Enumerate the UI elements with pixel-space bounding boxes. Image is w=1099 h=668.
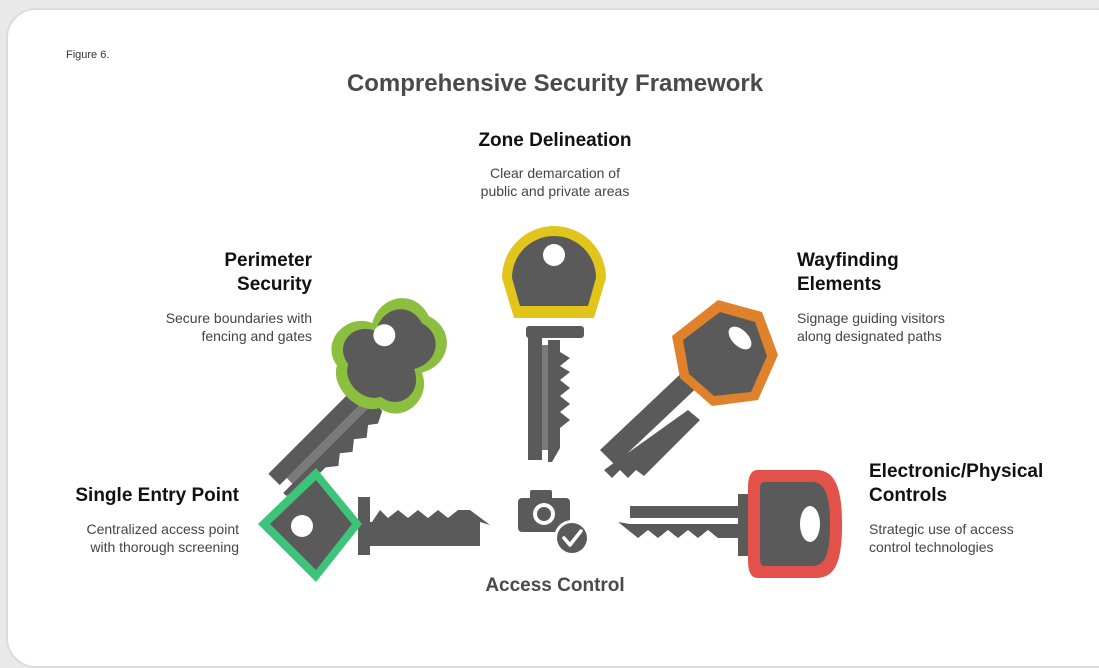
perimeter-key-teeth	[283, 402, 383, 496]
electronic-key-head	[760, 482, 830, 566]
diagram-title: Comprehensive Security Framework	[346, 70, 764, 97]
electronic-desc-line1: Strategic use of access	[869, 521, 1014, 537]
wayfinding-desc-line1: Signage guiding visitors	[797, 310, 945, 326]
check-mark	[562, 529, 583, 547]
electronic-title-line1: Electronic/Physical	[869, 461, 1044, 482]
camera-lens-inner	[537, 507, 551, 521]
perimeter-key-icon	[268, 298, 447, 496]
single-entry-point-desc: Centralized access point with thorough s…	[39, 520, 239, 556]
entry-key-hole	[291, 515, 313, 537]
electronic-physical-controls-title: Electronic/Physical Controls	[869, 460, 1069, 508]
perimeter-desc-line1: Secure boundaries with	[165, 310, 312, 326]
perimeter-key-head	[343, 309, 436, 402]
zone-delineation-title: Zone Delineation	[478, 130, 632, 151]
electronic-key-collar	[738, 494, 748, 556]
electronic-key-blade	[630, 506, 738, 518]
wayfinding-title-line1: Wayfinding	[797, 250, 899, 271]
electronic-key-teeth	[618, 522, 738, 538]
entry-key-shaft	[370, 532, 480, 546]
access-control-label: Access Control	[485, 575, 625, 596]
wayfinding-elements-title: Wayfinding Elements	[797, 249, 997, 297]
perimeter-desc-line2: fencing and gates	[201, 328, 312, 344]
perimeter-key-blade	[268, 381, 372, 486]
entry-key-teeth	[372, 510, 490, 525]
wayfinding-key-icon	[600, 300, 778, 478]
perimeter-key-hole	[373, 324, 396, 347]
check-badge	[557, 523, 587, 553]
wayfinding-desc-line2: along designated paths	[797, 328, 942, 344]
entry-desc-line1: Centralized access point	[86, 521, 239, 537]
entry-key-collar	[358, 497, 370, 555]
electronic-key-icon	[618, 470, 842, 578]
electronic-physical-controls-desc: Strategic use of access control technolo…	[869, 520, 1069, 556]
zone-delineation-desc: Clear demarcation of public and private …	[455, 164, 655, 200]
zone-key-head	[512, 236, 596, 306]
zone-key-teeth	[548, 340, 570, 462]
wayfinding-key-teeth	[604, 410, 700, 478]
electronic-desc-line2: control technologies	[869, 539, 994, 555]
keys-diagram	[258, 226, 842, 582]
entry-key-blade	[370, 522, 480, 532]
perimeter-security-title: Perimeter Security	[112, 249, 312, 297]
camera-top	[530, 490, 552, 500]
wayfinding-elements-desc: Signage guiding visitors along designate…	[797, 309, 997, 345]
camera-check-icon	[518, 490, 590, 556]
electronic-key-hole	[800, 506, 820, 542]
wayfinding-key-blade	[600, 365, 705, 465]
zone-key-collar	[526, 326, 584, 338]
zone-key-hole	[543, 244, 565, 266]
perimeter-title-line2: Security	[237, 274, 312, 295]
perimeter-key-groove	[286, 400, 371, 484]
zone-key-icon	[502, 226, 606, 462]
zone-desc-line2: public and private areas	[480, 183, 630, 199]
zone-key-groove	[542, 345, 548, 450]
entry-key-icon	[258, 468, 490, 582]
zone-key-blade	[528, 330, 542, 460]
perimeter-title-line1: Perimeter	[224, 250, 312, 271]
single-entry-point-title: Single Entry Point	[75, 485, 239, 506]
wayfinding-key-hole	[728, 326, 752, 350]
figure-label: Figure 6.	[66, 49, 110, 61]
perimeter-security-desc: Secure boundaries with fencing and gates	[112, 309, 312, 345]
zone-desc-line1: Clear demarcation of	[490, 165, 620, 181]
wayfinding-title-line2: Elements	[797, 274, 882, 295]
entry-desc-line2: with thorough screening	[90, 539, 239, 555]
electronic-title-line2: Controls	[869, 485, 948, 506]
